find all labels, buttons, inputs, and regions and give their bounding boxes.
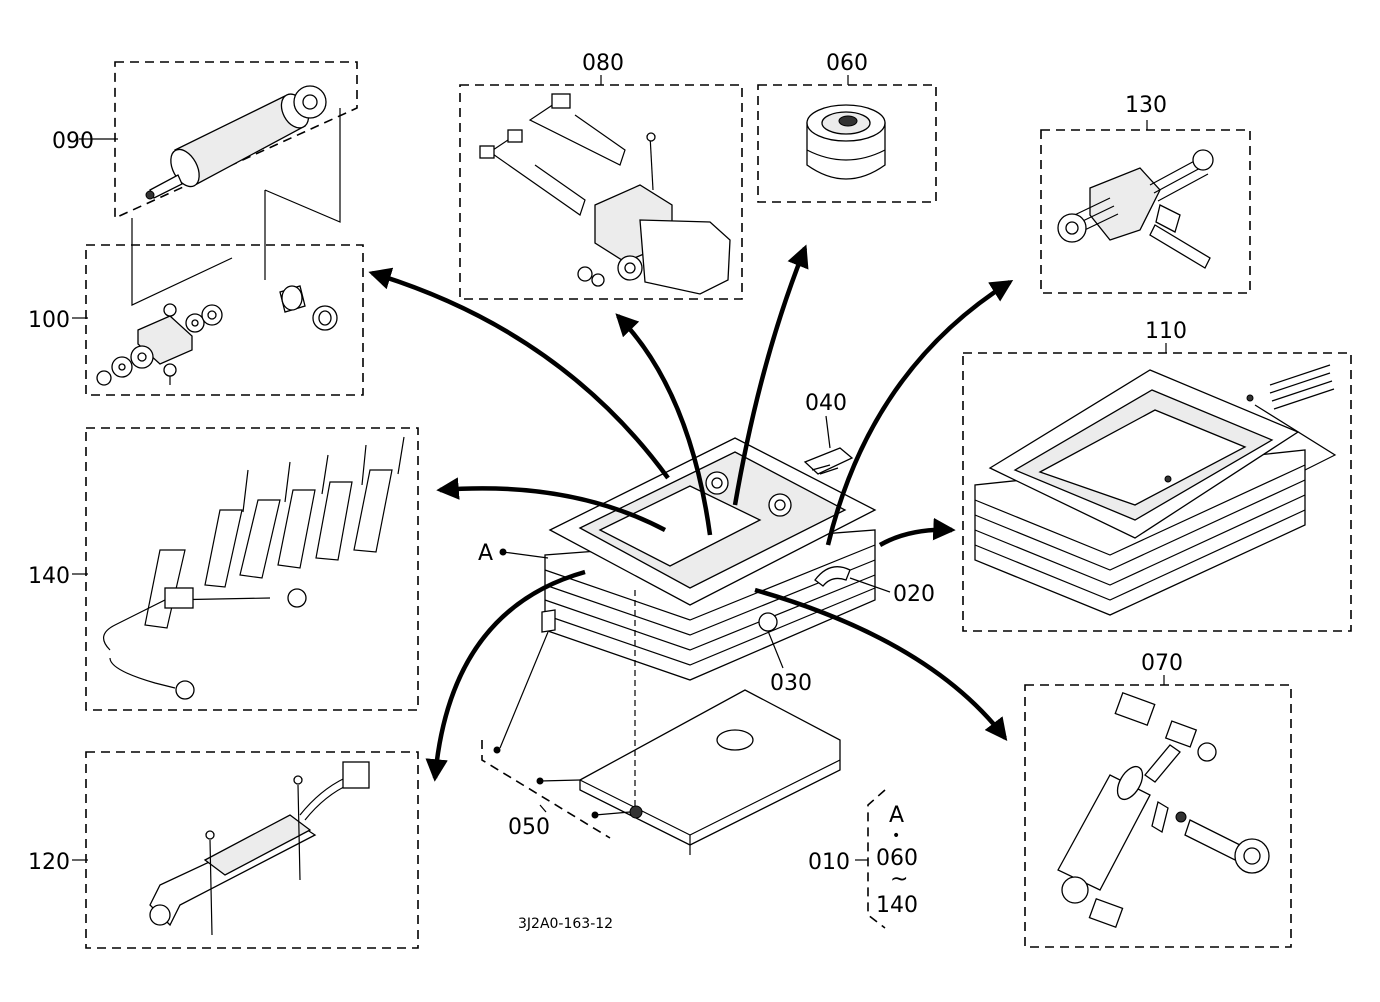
kit-010-note: 010 A • 060 ~ 140 [808, 789, 918, 929]
suspension-assembly-illustration [544, 437, 877, 681]
part-group-100: 100 [28, 244, 364, 396]
part-group-140: 140 [28, 427, 419, 711]
label-020: 020 [893, 582, 935, 607]
label-050: 050 [508, 815, 550, 840]
part-group-080: 080 [459, 51, 743, 300]
label-100: 100 [28, 308, 70, 333]
damper-090-illustration [145, 85, 327, 200]
switch-harness-120-illustration [149, 761, 370, 936]
part-group-120: 120 [28, 751, 419, 949]
drawing-code: 3J2A0-163-12 [518, 916, 613, 932]
label-010: 010 [808, 850, 850, 875]
hose-clips-140-illustration [103, 436, 405, 700]
label-030: 030 [770, 671, 812, 696]
label-090: 090 [52, 129, 94, 154]
label-060: 060 [826, 51, 868, 76]
kit-note-ref: A [889, 803, 904, 828]
kit-note-to: 140 [876, 893, 918, 918]
label-080: 080 [582, 51, 624, 76]
part-group-060: 060 [757, 51, 937, 203]
knob-060-illustration [806, 104, 886, 180]
part-group-110: 110 [962, 319, 1352, 632]
label-040: 040 [805, 391, 847, 416]
label-120: 120 [28, 850, 70, 875]
label-130: 130 [1125, 93, 1167, 118]
part-group-070: 070 [1024, 651, 1292, 948]
label-110: 110 [1145, 319, 1187, 344]
base-plate-illustration [499, 590, 841, 855]
part-group-130: 130 [1040, 93, 1251, 294]
cover-110-illustration [974, 369, 1306, 616]
valve-assembly-080-illustration [479, 93, 731, 295]
label-070: 070 [1141, 651, 1183, 676]
part-group-090: 090 [52, 61, 358, 220]
label-140: 140 [28, 564, 70, 589]
kit-note-from: 060 [876, 846, 918, 871]
bracket-kit-100-illustration [96, 285, 338, 386]
lever-assembly-130-illustration [1057, 149, 1214, 269]
damper-kit-070-illustration [1057, 692, 1270, 929]
flow-arrows [368, 244, 1014, 782]
kit-note-tilde: ~ [890, 867, 908, 892]
ref-a-label: A [478, 541, 493, 566]
fastener-set-110 [1254, 364, 1337, 471]
kit-note-dot: • [892, 828, 900, 844]
